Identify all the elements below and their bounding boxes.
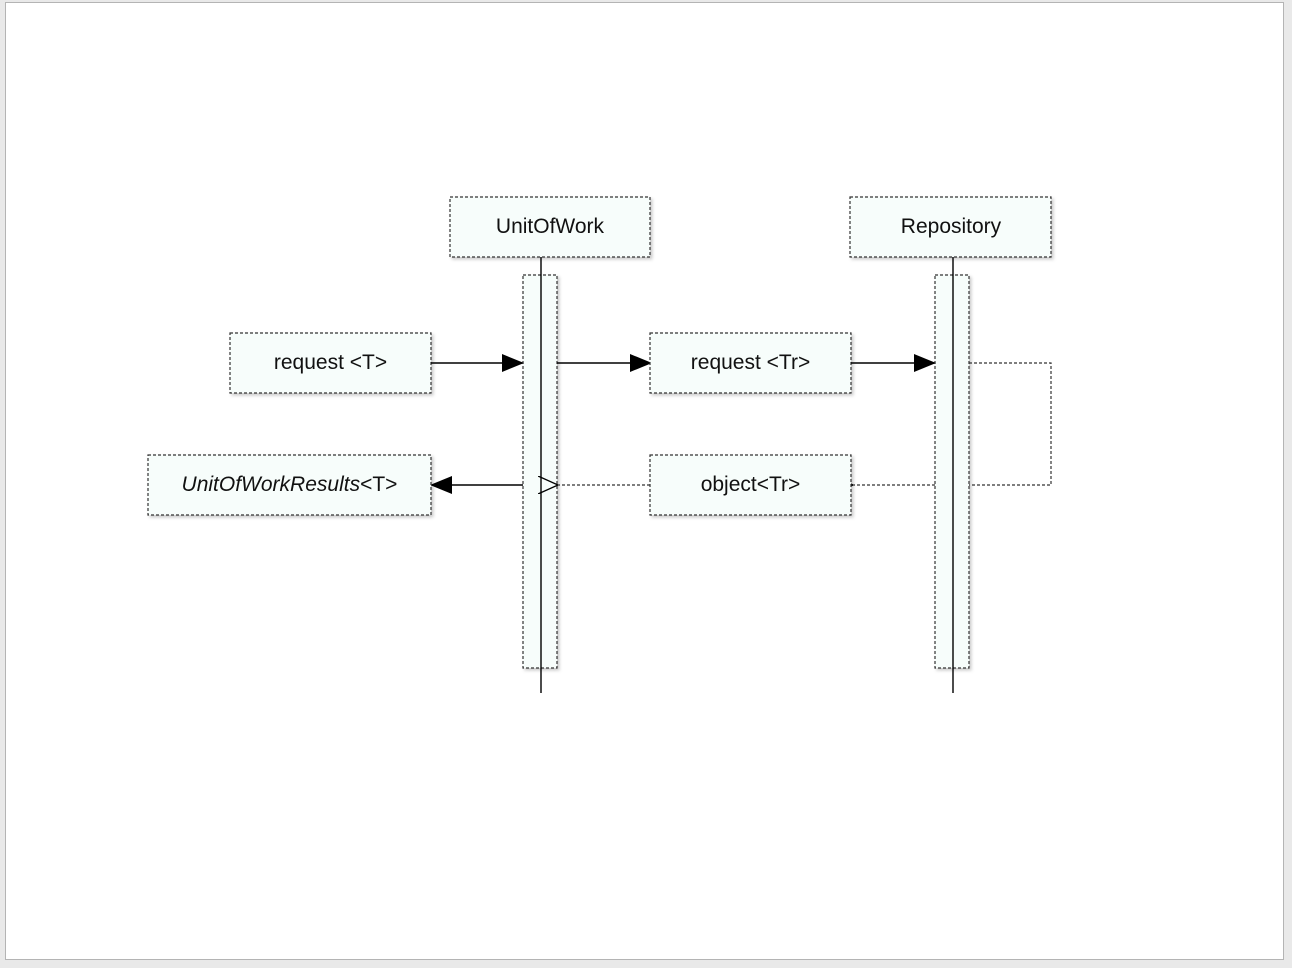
repository-self-call xyxy=(969,362,1052,486)
message-results-label-generic: <T> xyxy=(360,473,397,496)
lifeline-repository-box[interactable] xyxy=(849,196,1052,258)
message-results-label: UnitOfWorkResults<T> xyxy=(182,473,398,496)
lifeline-unitofwork: UnitOfWork xyxy=(449,196,651,693)
message-results-label-type: UnitOfWorkResults xyxy=(182,473,361,496)
lifeline-unitofwork-box[interactable] xyxy=(449,196,651,258)
message-results-box[interactable] xyxy=(147,454,432,516)
message-request-tr-box[interactable] xyxy=(649,332,852,394)
activation-bar-unitofwork xyxy=(522,274,558,669)
lifeline-unitofwork-label: UnitOfWork xyxy=(496,215,605,238)
lifeline-repository-label: Repository xyxy=(901,215,1002,238)
message-object-tr: object<Tr> xyxy=(649,454,852,516)
message-request-tr: request <Tr> xyxy=(649,332,852,394)
message-request-tr-label: request <Tr> xyxy=(691,351,810,374)
message-request-t-box[interactable] xyxy=(229,332,432,394)
message-request-t: request <T> xyxy=(229,332,432,394)
activation-bar-repository xyxy=(934,274,970,669)
message-request-t-label: request <T> xyxy=(274,351,387,374)
lifeline-repository: Repository xyxy=(849,196,1052,693)
message-object-tr-label: object<Tr> xyxy=(701,473,801,496)
message-results: UnitOfWorkResults<T> xyxy=(147,454,432,516)
